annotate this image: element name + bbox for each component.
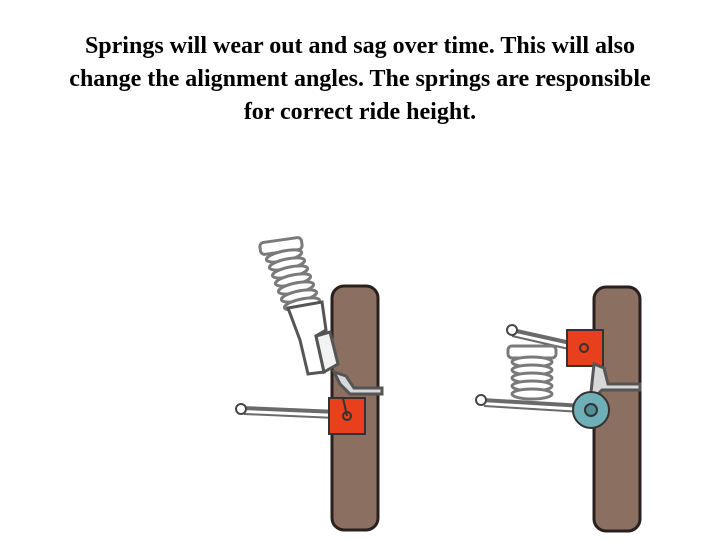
- strut-suspension-illustration: [235, 236, 384, 532]
- left-knuckle: [331, 369, 384, 396]
- sla-suspension-illustration: [475, 285, 642, 533]
- caption-line-2: change the alignment angles. The springs…: [69, 66, 651, 92]
- left-arm-pivot: [235, 403, 247, 415]
- right-lower-arm-pivot: [475, 394, 487, 406]
- left-lower-control-arm: [241, 406, 339, 414]
- caption-line-3: for correct ride height.: [243, 99, 477, 125]
- right-upper-arm-pivot: [506, 324, 518, 336]
- left-strut: [285, 300, 340, 376]
- right-coil-spring: [506, 344, 558, 401]
- left-coil-spring: [258, 236, 322, 312]
- right-upper-ball-joint: [566, 329, 604, 367]
- caption-line-1: Springs will wear out and sag over time.…: [84, 33, 636, 59]
- caption: Springs will wear out and sag over time.…: [10, 30, 710, 129]
- right-lower-control-arm: [481, 398, 585, 408]
